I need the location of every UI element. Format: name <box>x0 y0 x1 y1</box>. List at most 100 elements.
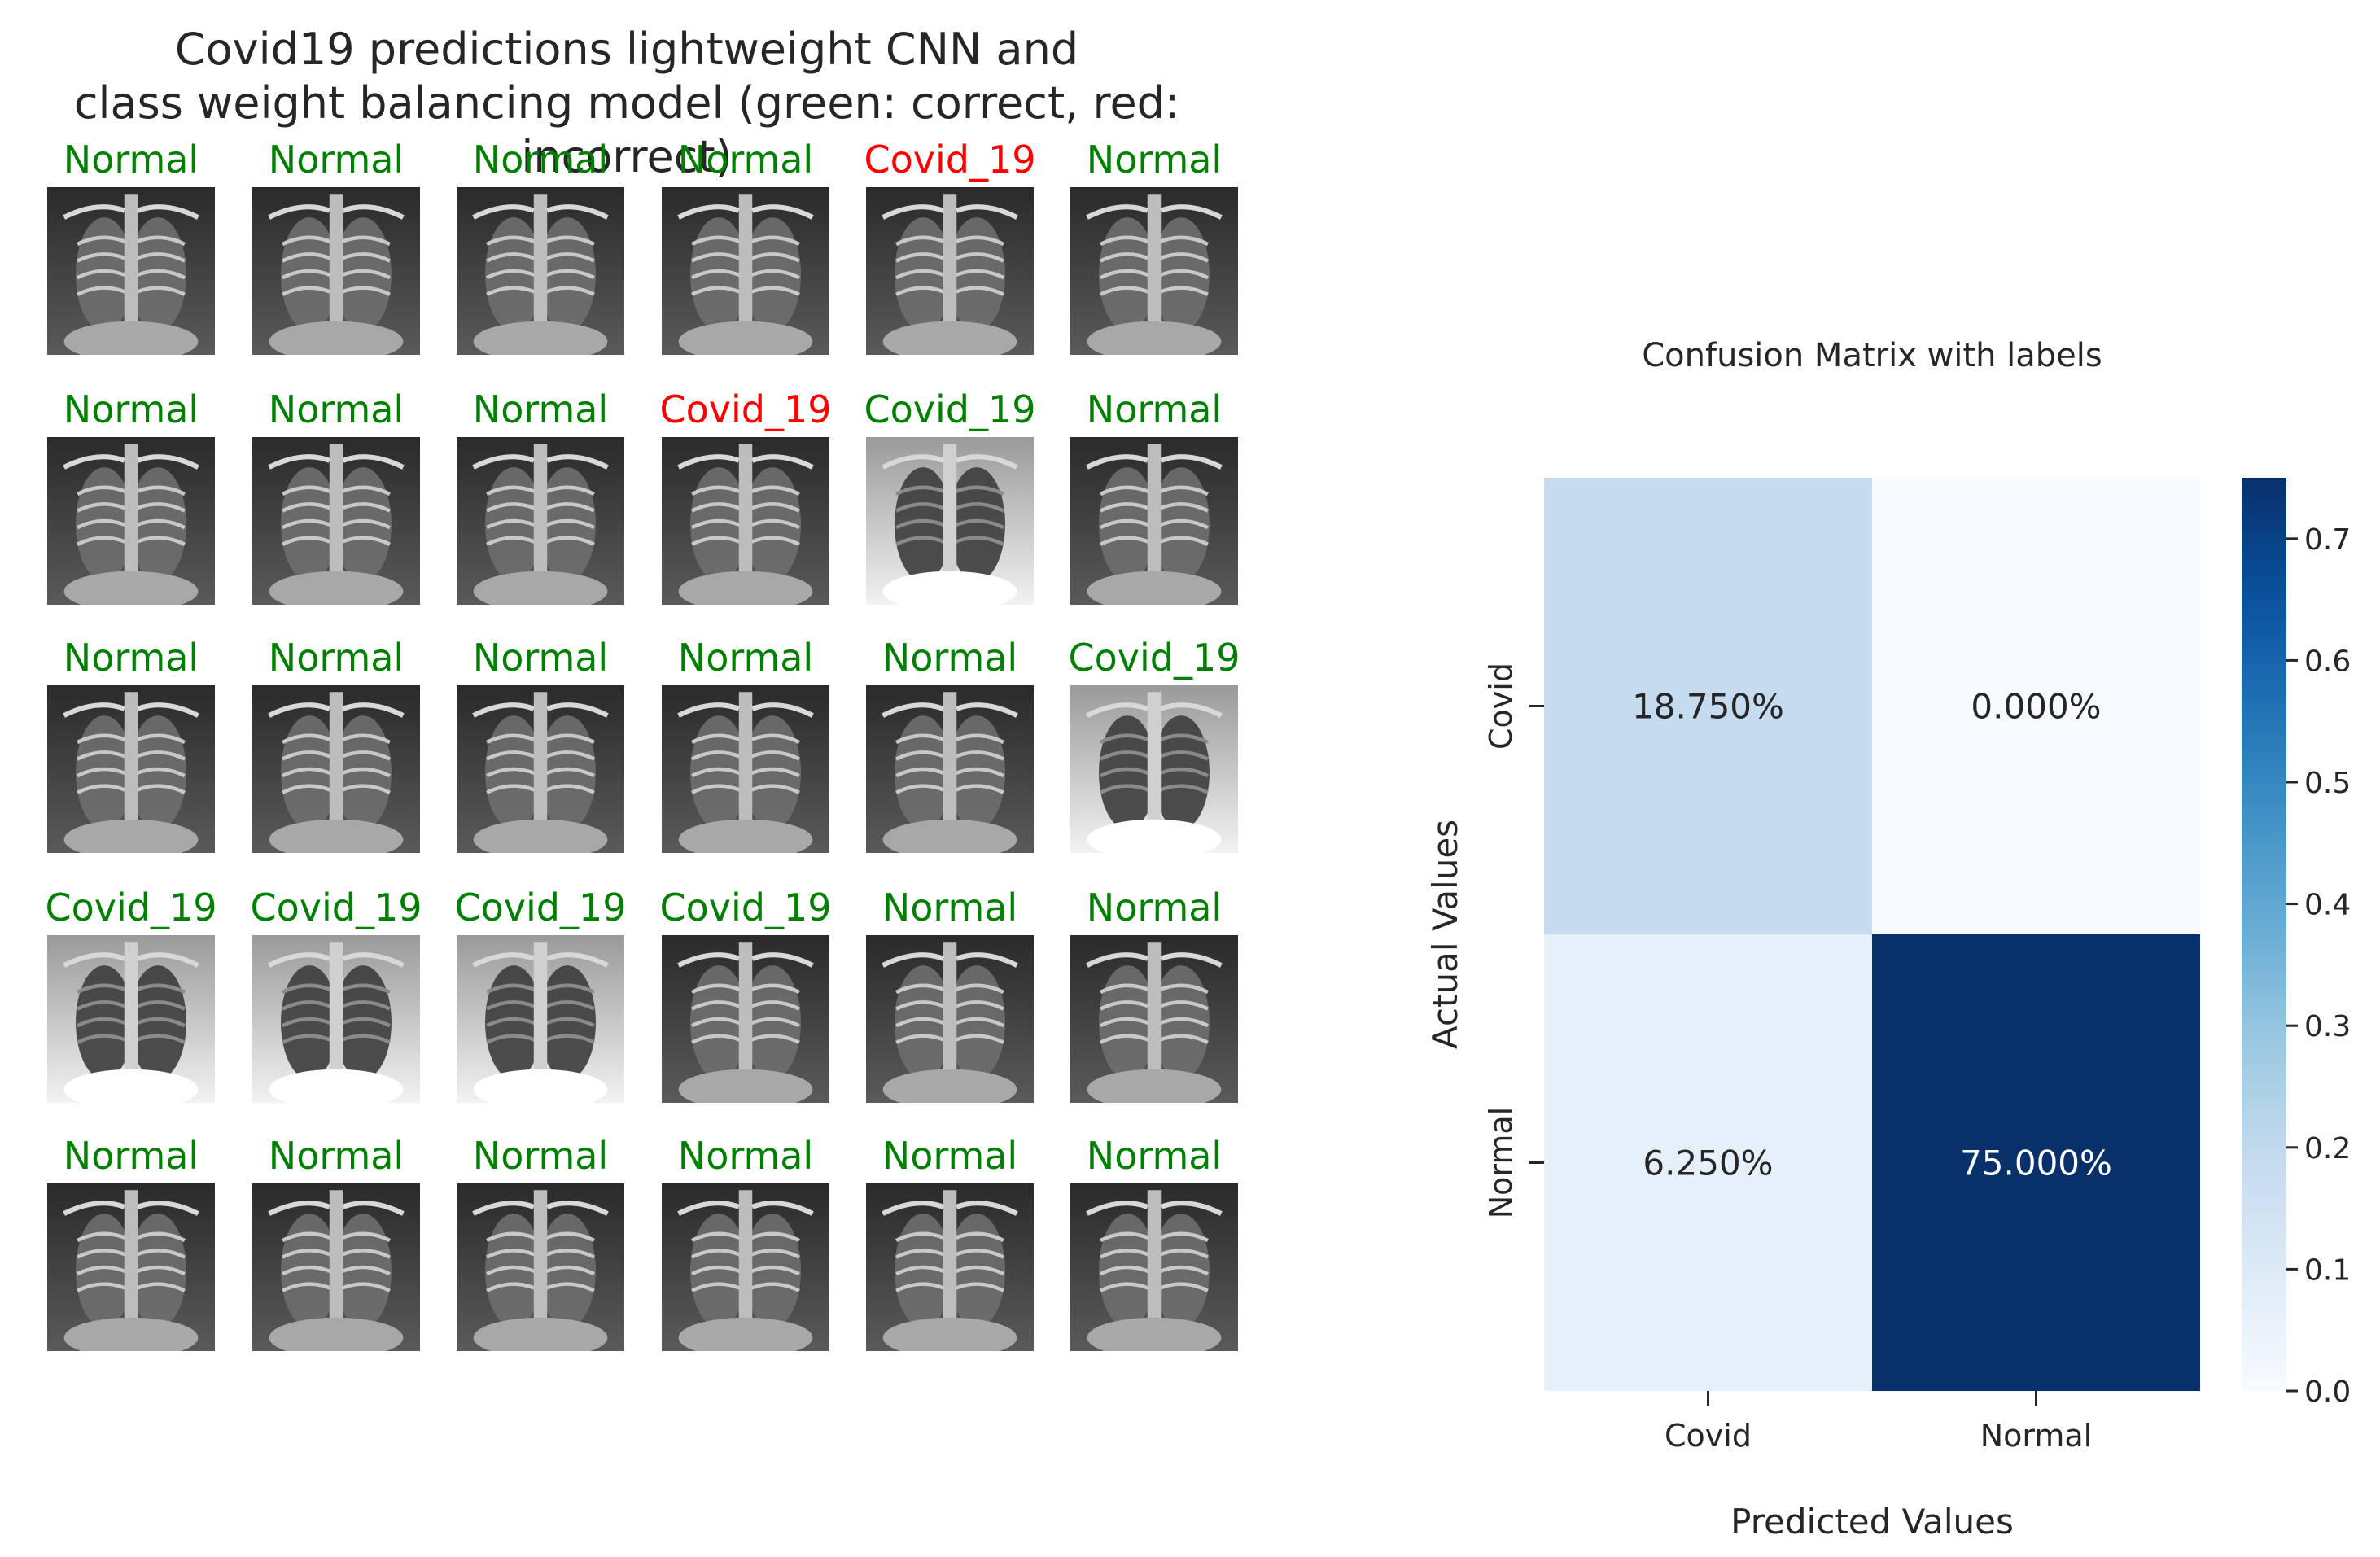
prediction-label: Normal <box>472 1134 609 1178</box>
y-tick-label: Covid <box>1483 663 1519 750</box>
prediction-label: Normal <box>677 636 814 680</box>
x-tick-label: Normal <box>1980 1418 2093 1454</box>
xray-cell: Normal <box>662 636 829 853</box>
xray-cell: Normal <box>1070 886 1238 1103</box>
prediction-label: Covid_19 <box>250 886 422 929</box>
y-axis-label: Actual Values <box>1425 820 1465 1049</box>
cell-annotation: 75.000% <box>1960 1144 2112 1183</box>
heatmap-cell <box>1544 934 1872 1391</box>
cell-annotation: 6.250% <box>1643 1144 1773 1183</box>
xray-cell: Covid_19 <box>251 886 422 1103</box>
cell-annotation: 0.000% <box>1971 687 2101 727</box>
chest-xray-image <box>1070 685 1238 853</box>
chest-xray-image <box>1070 187 1238 355</box>
x-tick-label: Covid <box>1665 1418 1752 1454</box>
xray-cell: Covid_19 <box>1069 636 1240 853</box>
prediction-label: Normal <box>268 138 405 182</box>
chest-xray-image <box>662 187 829 355</box>
heatmap-cell <box>1872 934 2200 1391</box>
heatmap-cell <box>1872 478 2200 934</box>
xray-cell: Normal <box>866 636 1034 853</box>
chest-xray-image <box>457 1183 624 1351</box>
chest-xray-image <box>866 1183 1034 1351</box>
chest-xray-image <box>457 935 624 1103</box>
prediction-label: Covid_19 <box>454 886 627 929</box>
figure-title-line2: class weight balancing model (green: cor… <box>73 77 1180 182</box>
prediction-label: Normal <box>472 387 609 431</box>
xray-cell: Normal <box>457 636 624 853</box>
xray-cell: Normal <box>47 388 215 605</box>
chest-xray-image <box>866 187 1034 355</box>
prediction-label: Normal <box>268 387 405 431</box>
prediction-label: Normal <box>677 138 814 182</box>
prediction-label: Covid_19 <box>659 387 832 431</box>
chest-xray-image <box>47 1183 215 1351</box>
prediction-label: Normal <box>1086 138 1223 182</box>
chest-xray-image <box>457 187 624 355</box>
xray-cell: Normal <box>1070 138 1238 355</box>
heatmap-cell <box>1544 478 1872 934</box>
chest-xray-image <box>457 685 624 853</box>
chest-xray-image <box>457 437 624 605</box>
xray-cell: Normal <box>47 636 215 853</box>
xray-cell: Covid_19 <box>455 886 627 1103</box>
prediction-label: Covid_19 <box>45 886 217 929</box>
prediction-label: Normal <box>472 138 609 182</box>
xray-cell: Normal <box>866 1135 1034 1351</box>
xray-cell: Normal <box>457 388 624 605</box>
chest-xray-image <box>47 187 215 355</box>
xray-cell: Covid_19 <box>864 138 1036 355</box>
confusion-matrix-chart: Confusion Matrix with labels 18.750% 0.000… <box>1425 337 2351 1542</box>
chest-xray-image <box>47 685 215 853</box>
xray-cell: Covid_19 <box>864 388 1036 605</box>
chest-xray-image <box>1070 437 1238 605</box>
chest-xray-image <box>662 437 829 605</box>
colorbar <box>2242 478 2286 1391</box>
prediction-label: Covid_19 <box>864 387 1036 431</box>
prediction-label: Normal <box>882 1134 1018 1178</box>
prediction-label: Normal <box>63 636 199 680</box>
xray-cell: Normal <box>1070 388 1238 605</box>
xray-cell: Covid_19 <box>660 886 832 1103</box>
chart-title: Confusion Matrix with labels <box>1642 337 2102 374</box>
xray-cell: Covid_19 <box>660 388 832 605</box>
prediction-label: Normal <box>268 636 405 680</box>
xray-cell: Covid_19 <box>46 886 217 1103</box>
chest-xray-image <box>252 935 420 1103</box>
chest-xray-image <box>1070 935 1238 1103</box>
prediction-label: Covid_19 <box>1068 636 1240 680</box>
xray-cell: Normal <box>252 636 420 853</box>
prediction-label: Normal <box>1086 886 1223 929</box>
xray-cell: Normal <box>457 138 624 355</box>
xray-cell: Normal <box>1070 1135 1238 1351</box>
prediction-label: Normal <box>63 1134 199 1178</box>
figure-title: Covid19 predictions lightweight CNN and … <box>0 23 1253 184</box>
colorbar-tick-label: 0.1 <box>2304 1253 2351 1287</box>
chest-xray-image <box>252 187 420 355</box>
xray-cell: Normal <box>662 1135 829 1351</box>
xray-cell: Normal <box>252 138 420 355</box>
cell-annotation: 18.750% <box>1632 687 1784 727</box>
prediction-label: Normal <box>677 1134 814 1178</box>
colorbar-tick-label: 0.0 <box>2304 1375 2351 1409</box>
colorbar-tick-label: 0.4 <box>2304 889 2351 922</box>
colorbar-tick-label: 0.6 <box>2304 645 2351 678</box>
colorbar-tick-label: 0.3 <box>2304 1010 2351 1043</box>
figure-title-line1: Covid19 predictions lightweight CNN and <box>174 24 1079 75</box>
x-axis-label: Predicted Values <box>1730 1502 2014 1542</box>
prediction-label: Normal <box>472 636 609 680</box>
xray-cell: Normal <box>457 1135 624 1351</box>
xray-cell: Normal <box>47 1135 215 1351</box>
prediction-label: Covid_19 <box>659 886 832 929</box>
chest-xray-image <box>252 685 420 853</box>
prediction-label: Normal <box>882 886 1018 929</box>
prediction-label: Normal <box>63 387 199 431</box>
chest-xray-image <box>252 437 420 605</box>
prediction-label: Normal <box>1086 387 1223 431</box>
chest-xray-image <box>662 685 829 853</box>
prediction-label: Normal <box>268 1134 405 1178</box>
prediction-label: Normal <box>882 636 1018 680</box>
chest-xray-image <box>866 685 1034 853</box>
chest-xray-image <box>662 935 829 1103</box>
prediction-label: Normal <box>1086 1134 1223 1178</box>
